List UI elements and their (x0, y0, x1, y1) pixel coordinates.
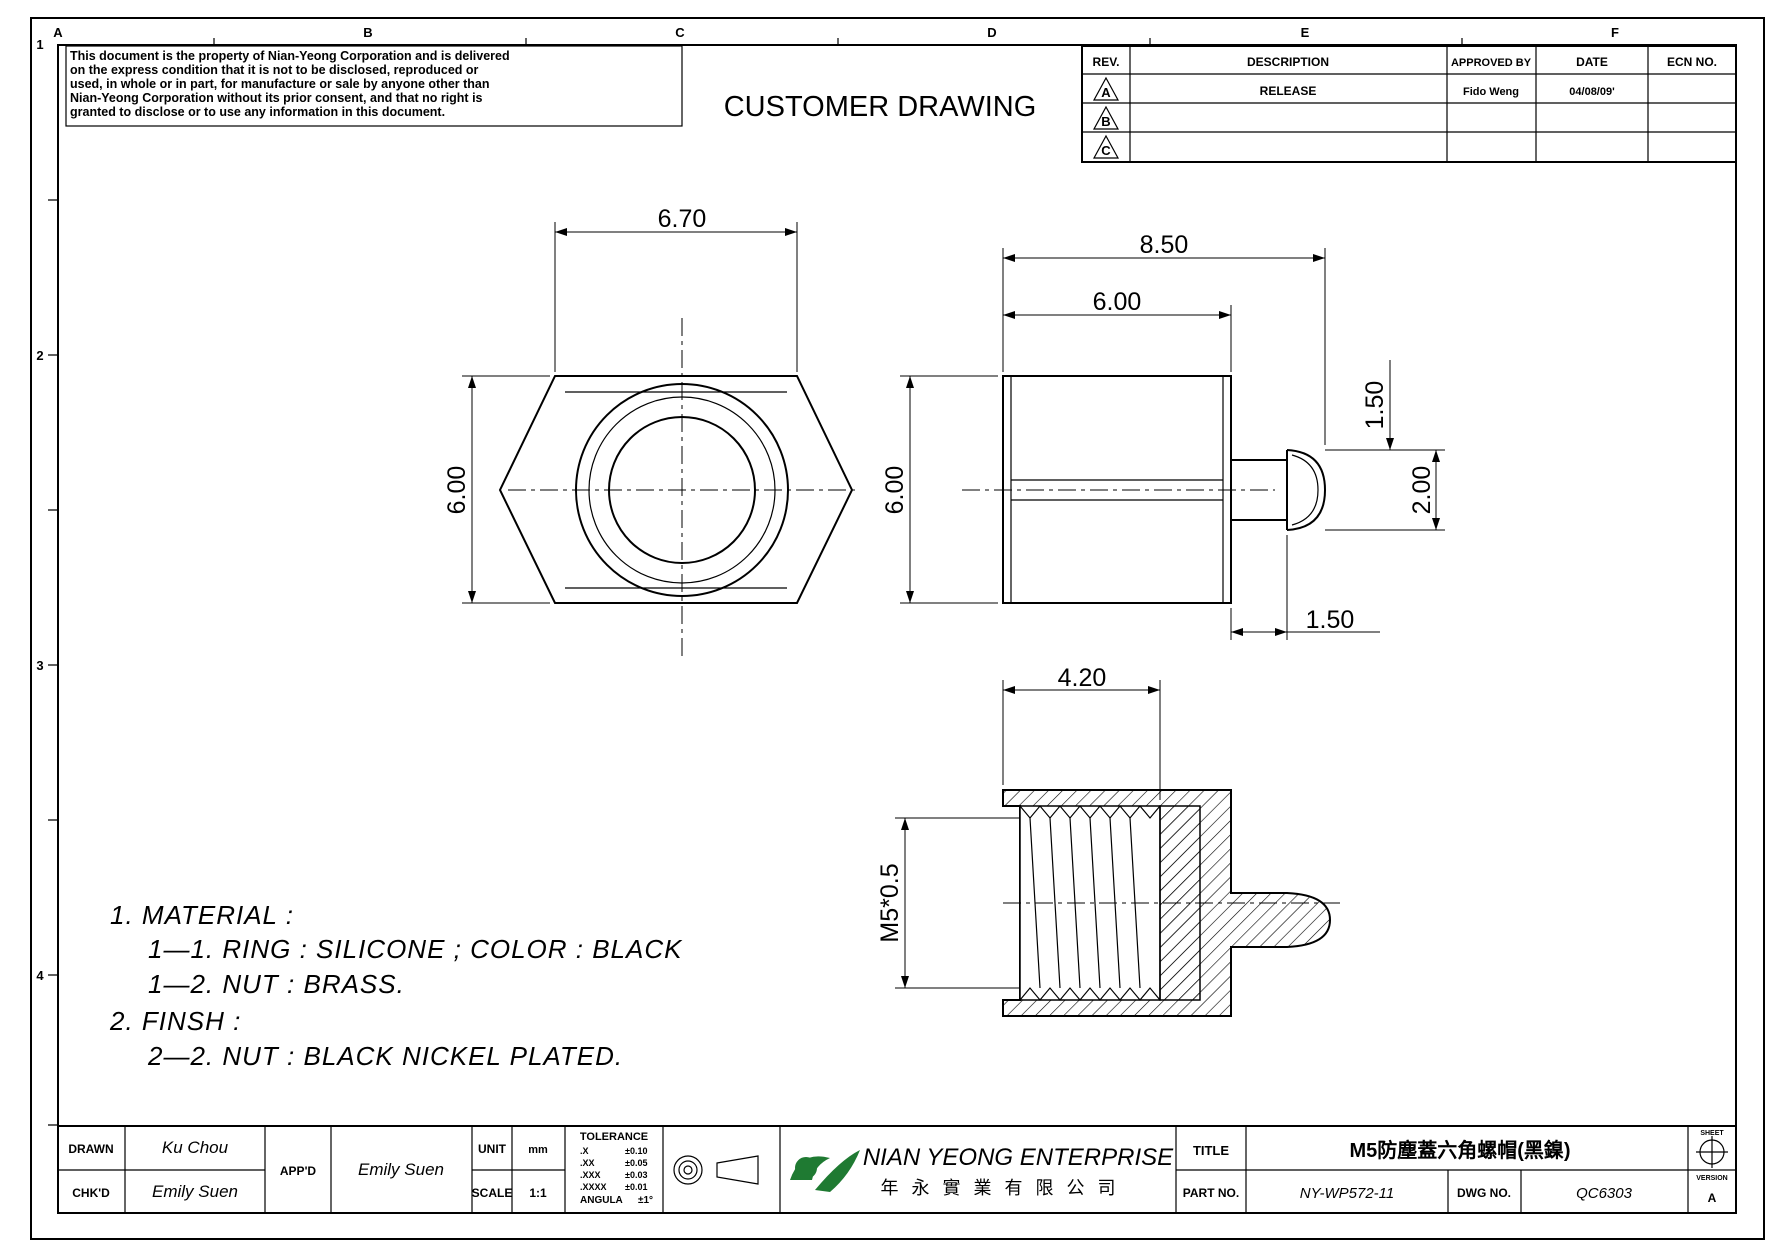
border-column-labels: A B C D E F (53, 25, 1619, 45)
version-label: VERSION (1696, 1175, 1728, 1182)
title-value: M5防塵蓋六角螺帽(黑鎳) (1349, 1138, 1570, 1162)
note-line: 2. FINSH : (109, 1006, 241, 1036)
tol-val: ±0.05 (625, 1158, 647, 1168)
col-label-f: F (1611, 25, 1619, 40)
col-label-c: C (675, 25, 685, 40)
dim-side-length: 8.50 (1140, 231, 1189, 259)
scale-label: SCALE (472, 1186, 513, 1200)
note-line: 1. MATERIAL : (110, 900, 294, 930)
outer-frame (30, 17, 1765, 1240)
tol-val: ±0.01 (625, 1182, 647, 1192)
section-view: 4.20 M5*0.5 (876, 664, 1340, 1017)
revision-table: REV. DESCRIPTION APPROVED BY DATE ECN NO… (1081, 45, 1737, 163)
front-view-hex: 6.70 6.00 (443, 205, 855, 660)
rev-a: A (1101, 85, 1111, 100)
drawn-value: Ku Chou (162, 1138, 229, 1157)
dim-tip-dia: 2.00 (1408, 466, 1436, 515)
unit-value: mm (528, 1144, 548, 1156)
scale-value: 1:1 (529, 1186, 547, 1200)
sheet-label: SHEET (1700, 1130, 1724, 1137)
description-header: DESCRIPTION (1247, 55, 1329, 69)
row-label-3: 3 (36, 658, 43, 673)
notice-line: used, in whole or in part, for manufactu… (70, 77, 490, 91)
drawn-label: DRAWN (68, 1142, 113, 1156)
projection-symbol-icon (673, 1155, 759, 1185)
appd-value: Emily Suen (358, 1160, 444, 1179)
notice-box: This document is the property of Nian-Ye… (65, 45, 683, 127)
tol-val: ±1° (638, 1195, 653, 1206)
col-label-a: A (53, 25, 63, 40)
note-line: 1—1. RING : SILICONE ; COLOR : BLACK (148, 934, 683, 964)
approved-by-header: APPROVED BY (1451, 57, 1532, 69)
notice-line: Nian-Yeong Corporation without its prior… (70, 91, 483, 105)
unit-label: UNIT (478, 1142, 507, 1156)
tol-key: .XXXX (580, 1182, 607, 1192)
company-name-cn: 年 永 實 業 有 限 公 司 (880, 1178, 1119, 1198)
company-name: NIAN YEONG ENTERPRISE (863, 1144, 1174, 1171)
chkd-value: Emily Suen (152, 1182, 238, 1201)
rev-header: REV. (1093, 55, 1120, 69)
title-label: TITLE (1193, 1143, 1229, 1158)
col-label-e: E (1301, 25, 1310, 40)
company-logo-icon (790, 1150, 860, 1192)
note-line: 2—2. NUT : BLACK NICKEL PLATED. (147, 1041, 623, 1071)
row-label-4: 4 (36, 968, 44, 983)
tol-key: ANGULA (580, 1195, 623, 1206)
title-block: DRAWN Ku Chou CHK'D Emily Suen APP'D Emi… (57, 1125, 1737, 1214)
tolerance-title: TOLERANCE (580, 1131, 648, 1143)
rev-b: B (1101, 114, 1110, 129)
notice-line: on the express condition that it is not … (70, 63, 479, 77)
dim-tip-length: 1.50 (1306, 606, 1355, 634)
dim-side-body: 6.00 (1093, 288, 1142, 316)
dim-side-height: 6.00 (881, 466, 909, 515)
sheet-crosshair-icon (1696, 1136, 1728, 1168)
inner-frame (57, 44, 1737, 1214)
rev-c: C (1101, 143, 1111, 158)
rev-a-approved: Fido Weng (1463, 86, 1519, 98)
notes: 1. MATERIAL : 1—1. RING : SILICONE ; COL… (109, 900, 683, 1071)
rev-a-description: RELEASE (1260, 84, 1317, 98)
side-view: 8.50 6.00 6.00 1.50 2.00 1.50 (881, 231, 1445, 640)
border-row-labels: 1 2 3 4 (36, 37, 58, 1126)
chkd-label: CHK'D (72, 1186, 110, 1200)
date-header: DATE (1576, 55, 1608, 69)
dwg-label: DWG NO. (1457, 1186, 1511, 1200)
tol-key: .X (580, 1146, 589, 1156)
dwg-no-value: QC6303 (1576, 1185, 1633, 1202)
dim-section-depth: 4.20 (1058, 664, 1107, 692)
row-label-1: 1 (36, 37, 43, 52)
notice-line: granted to disclose or to use any inform… (70, 105, 445, 119)
row-label-2: 2 (36, 348, 43, 363)
tol-key: .XX (580, 1158, 595, 1168)
dim-front-height: 6.00 (443, 466, 471, 515)
dim-tip-top: 1.50 (1361, 381, 1389, 430)
col-label-b: B (363, 25, 372, 40)
version-value: A (1708, 1191, 1717, 1205)
dim-thread: M5*0.5 (876, 863, 904, 942)
dim-front-width: 6.70 (658, 205, 707, 233)
col-label-d: D (987, 25, 996, 40)
tol-val: ±0.10 (625, 1146, 647, 1156)
part-no-value: NY-WP572-11 (1300, 1185, 1394, 1202)
ecn-header: ECN NO. (1667, 55, 1717, 69)
note-line: 1—2. NUT : BRASS. (148, 969, 405, 999)
part-label: PART NO. (1183, 1186, 1239, 1200)
appd-label: APP'D (280, 1164, 317, 1178)
notice-line: This document is the property of Nian-Ye… (70, 49, 510, 63)
drawing-heading: CUSTOMER DRAWING (724, 91, 1037, 123)
tol-key: .XXX (580, 1170, 601, 1180)
tol-val: ±0.03 (625, 1170, 647, 1180)
rev-a-date: 04/08/09' (1569, 86, 1615, 98)
